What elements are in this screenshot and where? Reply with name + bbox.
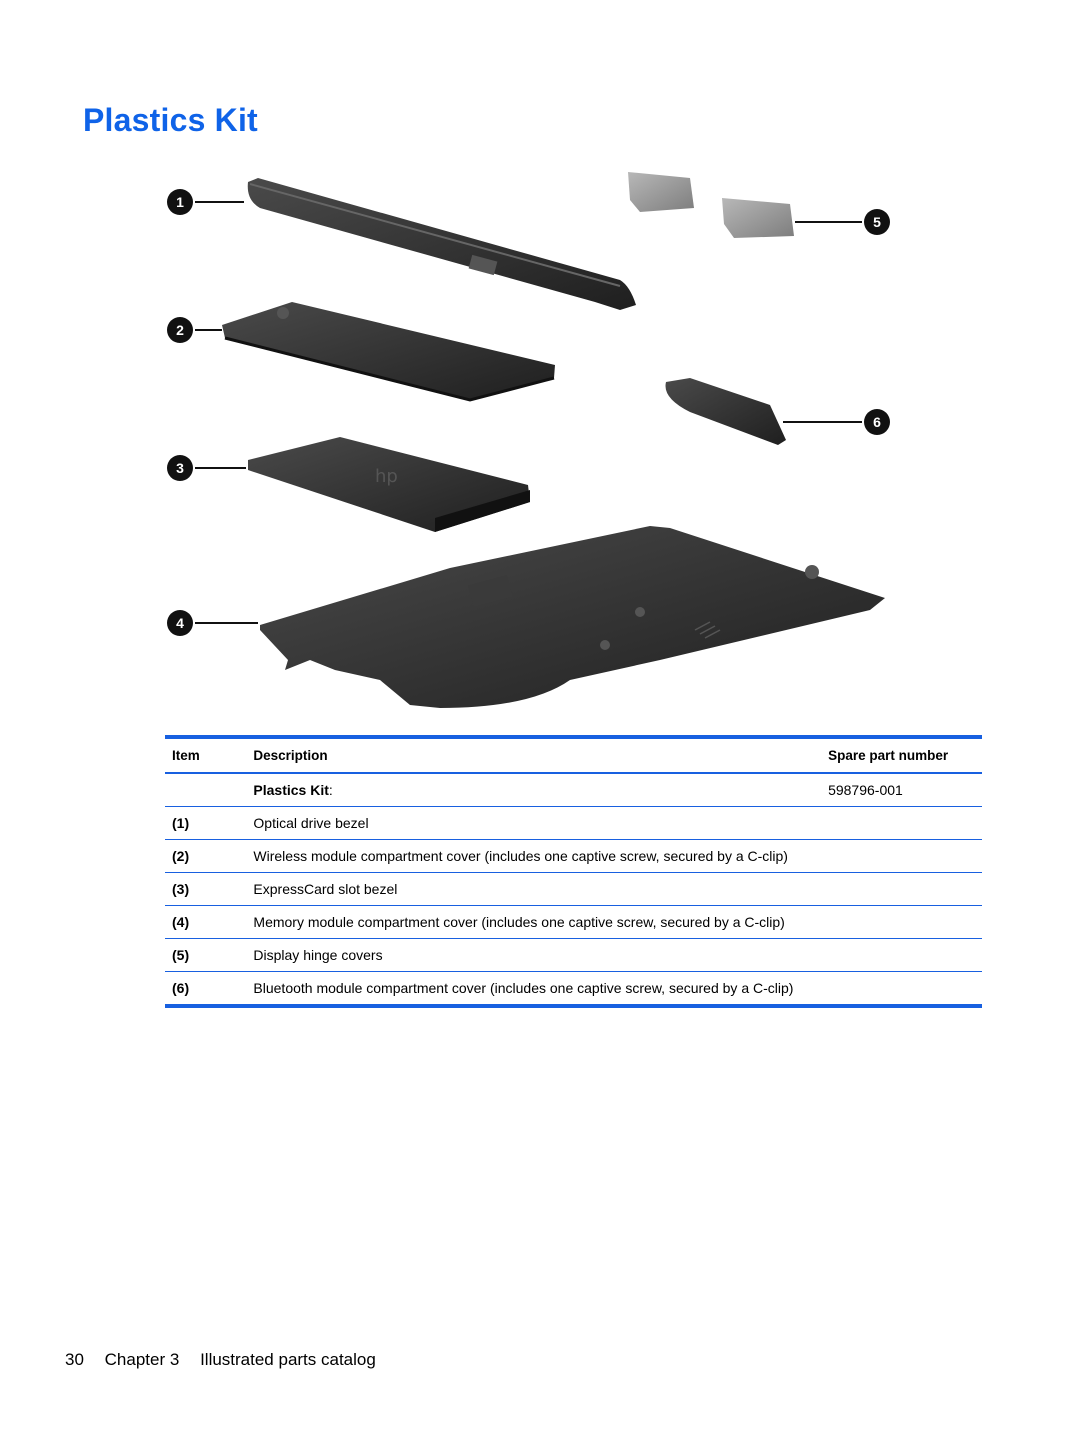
row-item-number: (5): [165, 938, 254, 972]
table-row: (4) Memory module compartment cover (inc…: [165, 905, 982, 939]
callout-3: 3: [167, 455, 246, 481]
exploded-parts-illustration: 1 2 hp 3: [150, 160, 910, 720]
row-item-number: (3): [165, 872, 254, 906]
display-hinge-covers-image: [628, 172, 794, 238]
page-footer: 30 Chapter 3 Illustrated parts catalog: [65, 1350, 376, 1370]
callout-5: 5: [795, 209, 890, 235]
row-description: Wireless module compartment cover (inclu…: [253, 839, 829, 873]
kit-spare-part-number: 598796-001: [828, 773, 982, 807]
row-spare-part-number: [828, 839, 982, 873]
kit-description-cell: Plastics Kit:: [253, 773, 829, 807]
hp-logo-mark: hp: [375, 466, 398, 487]
callout-4-label: 4: [176, 615, 184, 631]
row-description: Bluetooth module compartment cover (incl…: [253, 971, 829, 1008]
expresscard-bezel-image: hp: [248, 437, 530, 532]
optical-drive-bezel-image: [247, 178, 636, 310]
row-item-number: (4): [165, 905, 254, 939]
page-number: 30: [65, 1350, 84, 1369]
callout-1: 1: [167, 189, 244, 215]
header-item: Item: [165, 737, 254, 774]
row-item-number: (1): [165, 806, 254, 840]
table-row: (2) Wireless module compartment cover (i…: [165, 839, 982, 873]
row-description: ExpressCard slot bezel: [253, 872, 829, 906]
table-row-kit: Plastics Kit: 598796-001: [165, 773, 982, 807]
callout-1-label: 1: [176, 194, 184, 210]
table-row: (1) Optical drive bezel: [165, 806, 982, 840]
row-item-number: (6): [165, 971, 254, 1008]
kit-item-cell: [165, 773, 254, 807]
row-spare-part-number: [828, 971, 982, 1008]
row-spare-part-number: [828, 872, 982, 906]
page-title: Plastics Kit: [83, 102, 258, 138]
table-row: (6) Bluetooth module compartment cover (…: [165, 971, 982, 1008]
row-description: Display hinge covers: [253, 938, 829, 972]
section-title: Illustrated parts catalog: [200, 1350, 376, 1369]
callout-2: 2: [167, 317, 222, 343]
callout-2-label: 2: [176, 322, 184, 338]
kit-label: Plastics Kit: [253, 782, 329, 798]
callout-6: 6: [783, 409, 890, 435]
row-spare-part-number: [828, 806, 982, 840]
table-header-row: Item Description Spare part number: [165, 737, 982, 774]
table-row: (3) ExpressCard slot bezel: [165, 872, 982, 906]
wireless-cover-image: [222, 302, 555, 402]
row-description: Memory module compartment cover (include…: [253, 905, 829, 939]
row-spare-part-number: [828, 938, 982, 972]
row-spare-part-number: [828, 905, 982, 939]
callout-3-label: 3: [176, 460, 184, 476]
row-item-number: (2): [165, 839, 254, 873]
table-row: (5) Display hinge covers: [165, 938, 982, 972]
callout-6-label: 6: [873, 414, 881, 430]
header-description: Description: [253, 737, 829, 774]
kit-label-suffix: :: [328, 782, 333, 798]
memory-cover-image: [260, 526, 885, 708]
header-spare-part-number: Spare part number: [828, 737, 982, 774]
bluetooth-cover-image: [665, 378, 786, 445]
chapter-label: Chapter 3: [104, 1350, 180, 1369]
row-description: Optical drive bezel: [253, 806, 829, 840]
callout-4: 4: [167, 610, 258, 636]
parts-table: Item Description Spare part number Plast…: [165, 735, 982, 1008]
callout-5-label: 5: [873, 214, 881, 230]
